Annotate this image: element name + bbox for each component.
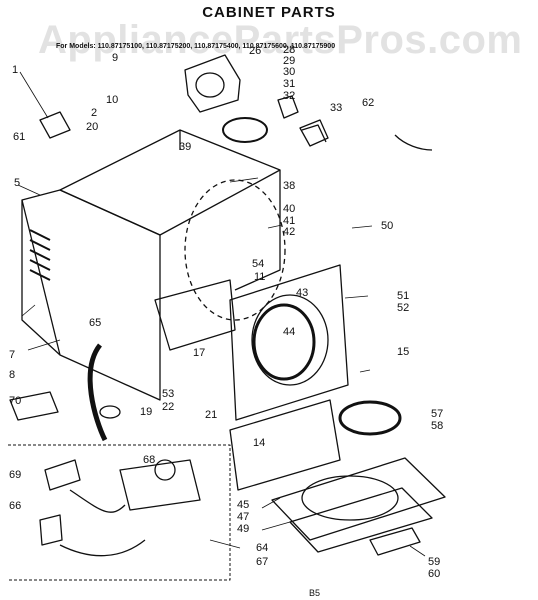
callout-58: 58 bbox=[431, 420, 444, 432]
callout-42: 42 bbox=[283, 226, 296, 238]
callout-2: 2 bbox=[91, 107, 98, 119]
callout-53: 53 bbox=[162, 388, 175, 400]
callout-40: 40 bbox=[283, 203, 296, 215]
callout-61: 61 bbox=[13, 131, 26, 143]
foot-leveler bbox=[99, 405, 121, 419]
power-cord bbox=[87, 343, 108, 442]
callout-14: 14 bbox=[253, 437, 266, 449]
callout-65: 65 bbox=[89, 317, 102, 329]
callout-21: 21 bbox=[205, 409, 218, 421]
door-opening bbox=[251, 294, 329, 386]
corner-bracket bbox=[39, 111, 71, 139]
door-inner bbox=[289, 487, 433, 553]
callout-26: 26 bbox=[249, 45, 262, 57]
diagram-title: CABINET PARTS bbox=[202, 4, 336, 21]
callout-64: 64 bbox=[256, 542, 269, 554]
motor-body bbox=[184, 54, 241, 113]
callout-38: 38 bbox=[283, 180, 296, 192]
callout-9: 9 bbox=[112, 52, 119, 64]
door-outer bbox=[271, 457, 446, 541]
callout-19: 19 bbox=[140, 406, 153, 418]
callout-45: 45 bbox=[237, 499, 250, 511]
callout-33: 33 bbox=[330, 102, 343, 114]
cabinet-top-outline bbox=[59, 129, 281, 236]
callout-60: 60 bbox=[428, 568, 441, 580]
callout-8: 8 bbox=[9, 369, 16, 381]
callout-59: 59 bbox=[428, 556, 441, 568]
callout-41: 41 bbox=[283, 215, 296, 227]
terminal-block bbox=[119, 459, 201, 511]
callout-44: 44 bbox=[283, 326, 296, 338]
callout-70: 70 bbox=[9, 395, 22, 407]
front-panel bbox=[229, 264, 349, 421]
callout-29: 29 bbox=[283, 55, 296, 67]
callout-11: 11 bbox=[254, 271, 266, 283]
callout-17: 17 bbox=[193, 347, 206, 359]
callout-20: 20 bbox=[86, 121, 99, 133]
base-plate bbox=[154, 279, 236, 351]
parts-bag bbox=[9, 391, 59, 421]
callout-1: 1 bbox=[12, 64, 19, 76]
callout-66: 66 bbox=[9, 500, 22, 512]
callout-30: 30 bbox=[283, 66, 296, 78]
callout-52: 52 bbox=[397, 302, 410, 314]
callout-68: 68 bbox=[143, 454, 156, 466]
models-line: For Models: 110.87175100, 110.87175200, … bbox=[56, 43, 336, 50]
callout-5: 5 bbox=[14, 177, 21, 189]
callout-32: 32 bbox=[283, 90, 296, 102]
toe-panel bbox=[229, 399, 341, 491]
callout-62: 62 bbox=[362, 97, 375, 109]
callout-49: 49 bbox=[237, 523, 250, 535]
callout-39: 39 bbox=[179, 141, 192, 153]
drum-outline bbox=[184, 179, 286, 321]
footer-code: B5 bbox=[309, 588, 321, 598]
idler-bracket bbox=[299, 119, 329, 147]
callout-28: 28 bbox=[283, 44, 296, 56]
callout-67: 67 bbox=[256, 556, 269, 568]
wiring-box bbox=[8, 444, 231, 581]
callout-51: 51 bbox=[397, 290, 410, 302]
drive-belt bbox=[222, 117, 268, 143]
callout-47: 47 bbox=[237, 511, 250, 523]
callout-22: 22 bbox=[162, 401, 175, 413]
callout-50: 50 bbox=[381, 220, 394, 232]
callout-10: 10 bbox=[106, 94, 119, 106]
callout-7: 7 bbox=[9, 349, 16, 361]
callout-15: 15 bbox=[397, 346, 410, 358]
callout-54: 54 bbox=[252, 258, 265, 270]
callout-69: 69 bbox=[9, 469, 22, 481]
callout-43: 43 bbox=[296, 287, 309, 299]
callout-57: 57 bbox=[431, 408, 444, 420]
door-seal bbox=[338, 400, 402, 436]
watermark-text: AppliancePartsPros.com bbox=[38, 18, 523, 62]
callout-31: 31 bbox=[283, 78, 296, 90]
